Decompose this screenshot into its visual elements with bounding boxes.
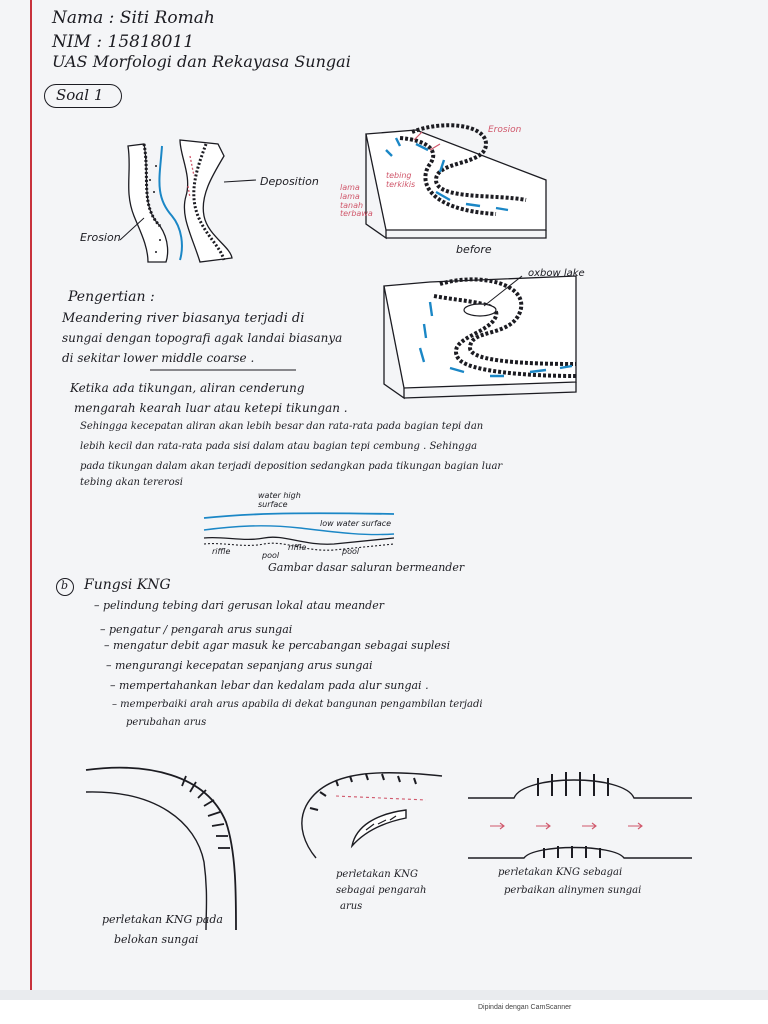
underline-lower-middle [150, 369, 296, 371]
nim-line: NIM : 15818011 [52, 32, 195, 52]
right-caption-2: perbaikan alinymen sungai [504, 885, 642, 896]
profile-riffle-1: riffle [212, 547, 231, 556]
section-b-marker: b [61, 579, 69, 592]
fig1-erosion-label: Erosion [80, 231, 121, 244]
mid-caption-1: perletakan KNG [336, 869, 419, 880]
fungsi-item-6: – memperbaiki arah arus apabila di dekat… [112, 699, 483, 710]
section-b-heading: Fungsi KNG [84, 577, 171, 593]
fig3-oxbow-label: oxbow lake [528, 268, 585, 279]
fungsi-item-3: – mengatur debit agar masuk ke percabang… [104, 639, 451, 652]
alignment-groynes-drawing [468, 772, 692, 859]
page-bottom-edge [0, 990, 768, 1000]
fig2-pink-label-2: lama lama tanah terbawa [340, 183, 373, 219]
pengertian-line-7: lebih kecil dan rata-rata pada sisi dala… [80, 441, 478, 452]
profile-riffle-2: riffle [288, 543, 307, 552]
fig2-erosion-label: Erosion [488, 125, 522, 135]
fungsi-item-5: – mempertahankan lebar dan kedalam pada … [110, 679, 429, 692]
section-b-circle [56, 578, 74, 596]
name-line: Nama : Siti Romah [52, 8, 215, 28]
fig2-caption: before [456, 243, 492, 256]
pengertian-line-1: Meandering river biasanya terjadi di [62, 311, 305, 326]
soal-label: Soal 1 [56, 86, 104, 104]
profile-pool-2: pool [342, 547, 360, 556]
pengertian-line-3: di sekitar lower middle coarse . [62, 351, 255, 365]
bend-groynes-drawing [85, 766, 237, 931]
guide-groynes-drawing [301, 771, 443, 859]
left-caption-1: perletakan KNG pada [102, 913, 223, 926]
fig1-deposition-label: Deposition [260, 175, 319, 188]
pengertian-line-2: sungai dengan topografi agak landai bias… [62, 331, 343, 345]
scanner-footer: Dipindai dengan CamScanner [478, 1004, 572, 1011]
uas-line: UAS Morfologi dan Rekayasa Sungai [52, 52, 351, 71]
pengertian-line-5: mengarah kearah luar atau ketepi tikunga… [74, 401, 348, 415]
fungsi-item-4: – mengurangi kecepatan sepanjang arus su… [106, 659, 373, 672]
profile-water-high: water high surface [258, 491, 301, 509]
profile-low-water: low water surface [320, 519, 392, 528]
fig2-before-block [365, 123, 547, 240]
profile-caption: Gambar dasar saluran bermeander [268, 561, 465, 574]
pengertian-line-8: pada tikungan dalam akan terjadi deposit… [80, 461, 503, 472]
pengertian-line-9: tebing akan tererosi [80, 477, 183, 488]
fungsi-item-7: perubahan arus [126, 717, 207, 728]
right-caption-1: perletakan KNG sebagai [498, 867, 623, 878]
mid-caption-3: arus [340, 901, 363, 912]
fig2-pink-label-1: tebing terkikis [386, 171, 416, 189]
fig3-oxbow-block [383, 275, 577, 400]
mid-caption-2: sebagai pengarah [336, 885, 427, 896]
pengertian-line-6: Sehingga kecepatan aliran akan lebih bes… [80, 421, 484, 432]
fungsi-item-2: – pengatur / pengarah arus sungai [100, 623, 293, 636]
left-caption-2: belokan sungai [114, 933, 199, 946]
fig1-channel-drawing [119, 139, 257, 263]
fungsi-item-1: – pelindung tebing dari gerusan lokal at… [94, 599, 384, 612]
margin-line [30, 0, 32, 1000]
pengertian-line-4: Ketika ada tikungan, aliran cenderung [70, 381, 305, 395]
profile-pool-1: pool [262, 551, 280, 560]
soal-label-frame [44, 84, 122, 108]
pengertian-heading: Pengertian : [68, 289, 155, 305]
profile-drawing [203, 512, 395, 551]
